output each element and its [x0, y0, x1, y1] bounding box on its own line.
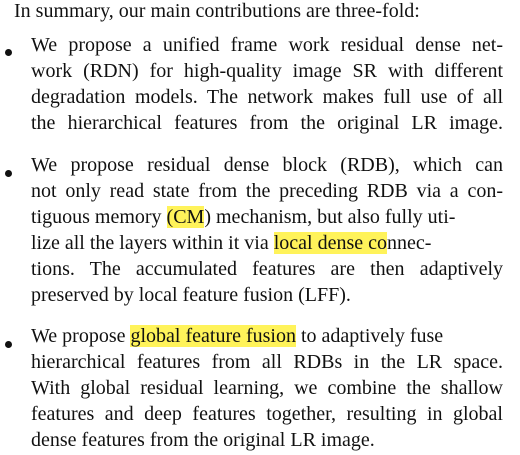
bullet-1-line-2: work (RDN) for high-quality image SR wit…: [31, 60, 503, 82]
bullet-2-dot: [5, 170, 12, 177]
highlight-local-dense: local dense co: [273, 232, 387, 254]
bullet-3-line-1-part-3: to adaptively fuse: [295, 325, 444, 347]
bullet-2-line-4-part-3: nnec-: [387, 232, 432, 254]
bullet-1-dot: [5, 49, 12, 56]
bullet-2-line-3-part-3: ) mechanism, but also fully uti-: [204, 206, 456, 228]
bullet-2-line-4-part-1: lize all the layers within it via: [31, 232, 274, 254]
bullet-1-line-4: the hierarchical features from the origi…: [31, 112, 503, 134]
bullet-2-line-5: tions. The accumulated features are then…: [31, 258, 503, 280]
bullet-2-line-1: We propose residual dense block (RDB), w…: [31, 154, 503, 176]
bullet-2-line-3-part-1: tiguous memory: [31, 206, 167, 228]
bullet-3-line-4: features and deep features together, res…: [31, 403, 503, 425]
bullet-3-line-3: With global residual learning, we combin…: [31, 377, 503, 399]
bullet-1-line-3: degradation models. The network makes fu…: [31, 86, 503, 108]
highlight-global-feature-fusion: global feature fusion: [130, 325, 296, 347]
bullet-2-line-3: tiguous memory (CM) mechanism, but also …: [31, 204, 503, 230]
highlight-cm: (CM: [166, 206, 205, 228]
bullet-3-line-1: We propose global feature fusion to adap…: [31, 323, 503, 349]
bullet-2-line-6: preserved by local feature fusion (LFF).: [31, 284, 351, 306]
bullet-3-line-2: hierarchical features from all RDBs in t…: [31, 351, 503, 373]
bullet-3-line-5: dense features from the original LR imag…: [31, 429, 375, 451]
bullet-1-line-1: We propose a unified frame work residual…: [31, 34, 503, 56]
bullet-2-line-4: lize all the layers within it via local …: [31, 230, 503, 256]
bullet-2-line-2: not only read state from the preceding R…: [31, 180, 503, 202]
bullet-3-line-1-part-1: We propose: [31, 325, 131, 347]
intro-sentence: In summary, our main contributions are t…: [14, 0, 420, 22]
bullet-3-dot: [5, 341, 12, 348]
